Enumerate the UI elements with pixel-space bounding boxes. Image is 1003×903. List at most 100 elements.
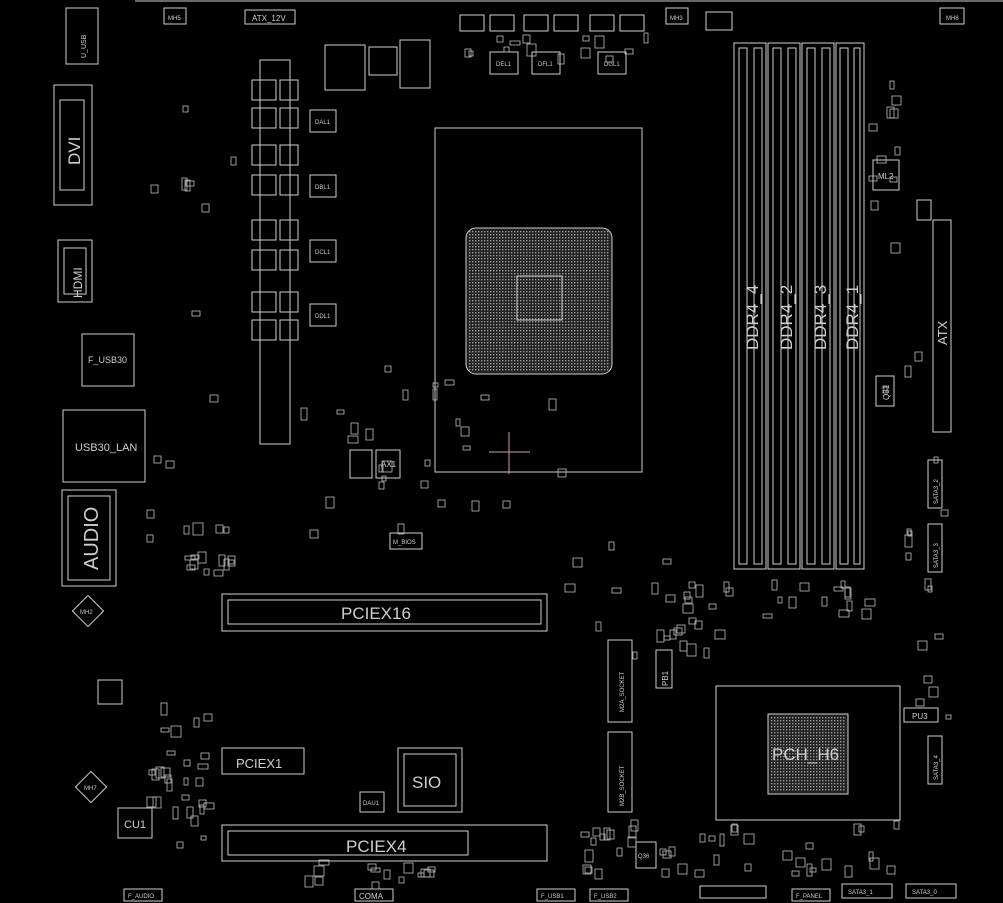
smd-part	[557, 468, 567, 478]
smd-part	[367, 863, 377, 871]
ddr4-2-slot	[767, 42, 801, 570]
smd-part	[906, 528, 912, 536]
smd-part	[694, 869, 705, 878]
smd-part	[423, 869, 435, 878]
smd-part	[809, 867, 817, 873]
smd-part	[891, 95, 902, 106]
smd-part	[186, 564, 196, 571]
smd-part	[838, 609, 850, 618]
smd-part	[662, 558, 672, 565]
smd-part	[184, 179, 191, 192]
mh8-label: MH8	[946, 16, 959, 22]
smd-part	[858, 825, 865, 833]
smd-part	[313, 865, 325, 877]
smd-part	[195, 777, 204, 787]
cu1-chip	[117, 807, 153, 839]
sata3-3-label: SATA3_3	[934, 543, 940, 568]
pch-outline	[715, 685, 901, 821]
smd-part	[611, 587, 622, 594]
u-usb-connector	[65, 7, 99, 65]
smd-part	[945, 714, 952, 720]
smd-part	[582, 35, 590, 42]
smd-part	[688, 617, 697, 625]
smd-part	[934, 633, 944, 640]
smd-part	[833, 586, 844, 592]
smd-part	[630, 819, 639, 832]
smd-part	[480, 394, 490, 401]
smd-part	[199, 804, 205, 815]
dau1-label: DAU1	[363, 801, 380, 807]
smd-part	[924, 578, 932, 591]
smd-part	[694, 620, 703, 630]
f-usb1-label: F_USB1	[541, 894, 564, 900]
smd-part	[590, 837, 597, 846]
smd-part	[861, 608, 872, 620]
smd-part	[152, 796, 162, 809]
smd-part	[437, 499, 446, 508]
mh5-label: MH5	[168, 16, 181, 22]
dgl1-label: DGL1	[604, 62, 620, 68]
smd-part	[788, 596, 797, 609]
smd-part	[805, 842, 814, 850]
bottom-headers: F_AUDIO COMA F_USB1 F_USB2 F_PANEL SATA3…	[123, 883, 957, 902]
smd-part	[444, 379, 455, 386]
smd-part	[616, 847, 623, 857]
smd-part	[160, 702, 168, 716]
f-usb2-header	[589, 888, 629, 902]
smd-part	[708, 835, 716, 842]
smd-part	[215, 524, 224, 534]
smd-part	[821, 858, 832, 871]
dvi-label: DVI	[65, 137, 84, 165]
sata3-0-connector	[905, 883, 957, 899]
smd-part	[584, 866, 593, 874]
smd-part	[580, 831, 590, 838]
smd-part	[186, 806, 194, 819]
smd-part	[209, 394, 219, 403]
ddr4-4-label: DDR4_4	[743, 285, 762, 350]
m-bios-label: M_BIOS	[393, 540, 416, 546]
smd-part	[663, 635, 671, 641]
smd-part	[371, 881, 380, 890]
smd-part	[699, 833, 706, 843]
smd-part	[624, 48, 634, 55]
smd-part	[181, 794, 190, 801]
smd-part	[894, 146, 901, 156]
f-usb2-label: F_USB2	[594, 894, 617, 900]
smd-part	[165, 460, 175, 469]
pciex4-label: PCIEX4	[346, 837, 406, 856]
smd-part	[197, 763, 209, 770]
smd-part	[402, 389, 409, 401]
sata3-0-label: SATA3_0	[912, 890, 937, 896]
smd-part	[791, 870, 800, 877]
smd-part	[378, 464, 384, 473]
dcl1-label: DCL1	[315, 250, 331, 256]
f-audio-header	[123, 888, 163, 902]
pciex16-label: PCIEX16	[341, 604, 411, 623]
vrm-rail	[259, 59, 291, 445]
sata3-4-label: SATA3_4	[934, 755, 940, 780]
smd-part	[821, 596, 828, 607]
ax1-chip	[375, 449, 401, 479]
smd-part	[889, 108, 899, 119]
smd-part	[314, 876, 324, 886]
smd-part	[907, 530, 913, 537]
m2a-label: M2A_SOCKET	[620, 671, 626, 712]
sata3-1-connector	[841, 883, 893, 899]
smd-part	[502, 500, 511, 509]
smd-part	[864, 598, 876, 607]
smd-part	[844, 865, 853, 878]
ddr4-3-slot	[801, 42, 835, 570]
smd-part	[166, 750, 176, 756]
smd-part	[370, 867, 381, 873]
q36-label: Q36	[638, 854, 650, 860]
pch-pin-dots	[771, 717, 845, 791]
ddl1-label: DDL1	[315, 314, 331, 320]
smd-part	[378, 481, 385, 490]
smd-part	[572, 557, 583, 568]
q36-chip	[635, 841, 657, 869]
smd-part	[730, 824, 739, 836]
smd-part	[882, 385, 888, 394]
pciex16-slot	[221, 593, 548, 632]
smd-part	[584, 849, 594, 863]
